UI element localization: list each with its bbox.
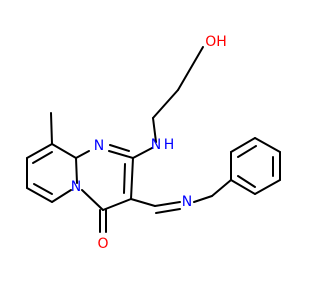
bond-c9-c8 bbox=[26, 143, 53, 159]
bond-c-oh bbox=[177, 46, 204, 91]
bond-c9-c8-double bbox=[32, 151, 53, 164]
bond-ch-nimine-double bbox=[155, 208, 181, 214]
bond-c4-c3 bbox=[102, 198, 132, 211]
ring-n-fused-label: N bbox=[71, 179, 81, 195]
bond-ph-3-4 bbox=[254, 137, 281, 153]
bond-c9a-c9 bbox=[51, 143, 77, 159]
bond-ph-5-6 bbox=[254, 179, 281, 195]
bond-nring-c9a bbox=[75, 150, 90, 159]
bond-c3-c2 bbox=[130, 157, 134, 200]
bond-c6-nfused bbox=[51, 189, 72, 203]
bond-ph-2-3-double bbox=[237, 145, 257, 158]
bond-nimine-ch2 bbox=[193, 195, 213, 203]
bond-c7-c6-double bbox=[33, 183, 53, 195]
bond-c7-c6 bbox=[26, 187, 53, 203]
imine-n-label: N bbox=[182, 194, 192, 210]
hydroxyl-label: OH bbox=[205, 34, 227, 50]
bond-c2-nring bbox=[108, 150, 134, 159]
bond-ch2-phenyl bbox=[211, 179, 232, 197]
amine-n-label: N bbox=[151, 137, 161, 153]
molecule-canvas: OH N H N N N O bbox=[26, 34, 281, 252]
bond-ch-nimine bbox=[154, 201, 181, 207]
bond-c9-methyl bbox=[50, 112, 53, 145]
bond-c3-ch bbox=[130, 198, 156, 207]
carbonyl-o-label: O bbox=[97, 236, 108, 252]
bond-c-c-chain bbox=[152, 89, 179, 119]
amine-h-label: H bbox=[164, 137, 175, 153]
bond-nh-c2 bbox=[132, 147, 153, 159]
bond-ph-6-1-double bbox=[237, 175, 256, 188]
molecule-structure: OH N H N N N O bbox=[26, 34, 281, 252]
bond-nfused-c4 bbox=[81, 189, 104, 211]
bond-c-nh bbox=[152, 117, 157, 143]
ring-n-top-label: N bbox=[94, 138, 104, 154]
bond-ph-6-1 bbox=[230, 179, 256, 195]
bond-ph-2-3 bbox=[230, 137, 256, 153]
bonds bbox=[26, 46, 281, 233]
bond-c9a-nfused bbox=[75, 157, 78, 184]
atom-labels: OH N H N N N O bbox=[71, 34, 227, 252]
bond-c3-c2-double bbox=[123, 163, 126, 194]
bond-c2-nring-double bbox=[109, 144, 130, 152]
